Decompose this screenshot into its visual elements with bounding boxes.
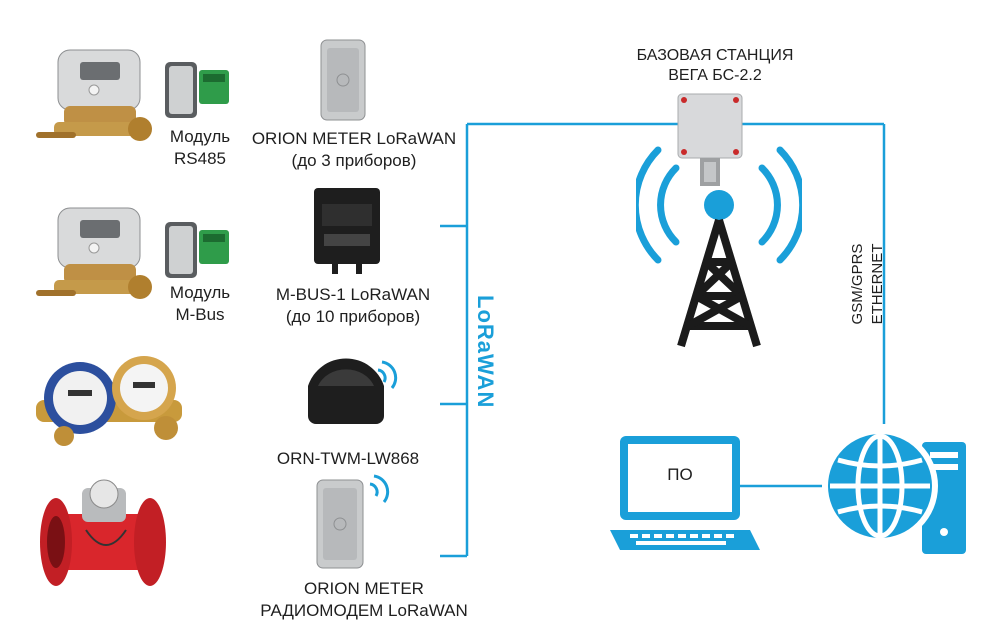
uplink-label: GSM/GPRS ETHERNET: [849, 243, 886, 325]
twm-label: ORN-TWM-LW868: [276, 449, 420, 468]
radiomodem-device-image: [314, 474, 394, 574]
laptop-icon: [610, 434, 760, 552]
mbus-module-label: Модуль M-Bus: [169, 283, 231, 324]
radiomodem-label: ORION METER РАДИОМОДЕМ LoRaWAN: [260, 579, 468, 620]
twm-device-image: [300, 350, 400, 440]
mbus1-label: M-BUS-1 LoRaWAN (до 10 приборов): [275, 285, 431, 326]
lorawan-bus-label: LoRaWAN: [473, 295, 498, 409]
rs485-module-image: [163, 58, 235, 122]
base-station-title: БАЗОВАЯ СТАНЦИЯ ВЕГА БС-2.2: [636, 47, 794, 84]
base-station-device-image: [672, 90, 748, 190]
flanged-meter-image: [38, 474, 168, 594]
orion-meter-device-image: [318, 38, 368, 122]
water-meters-image: [34, 350, 184, 455]
software-label: ПО: [667, 465, 693, 484]
mbus1-device-image: [312, 186, 382, 274]
heat-meter-2-image: [36, 202, 156, 312]
rs485-module-label: Модуль RS485: [169, 127, 231, 168]
mbus-module-image: [163, 218, 235, 282]
heat-meter-1-image: [36, 40, 156, 160]
server-globe-icon: [820, 420, 970, 560]
orion-meter-label: ORION METER LoRaWAN (до 3 приборов): [251, 129, 457, 170]
radio-tower-icon: [636, 140, 802, 350]
